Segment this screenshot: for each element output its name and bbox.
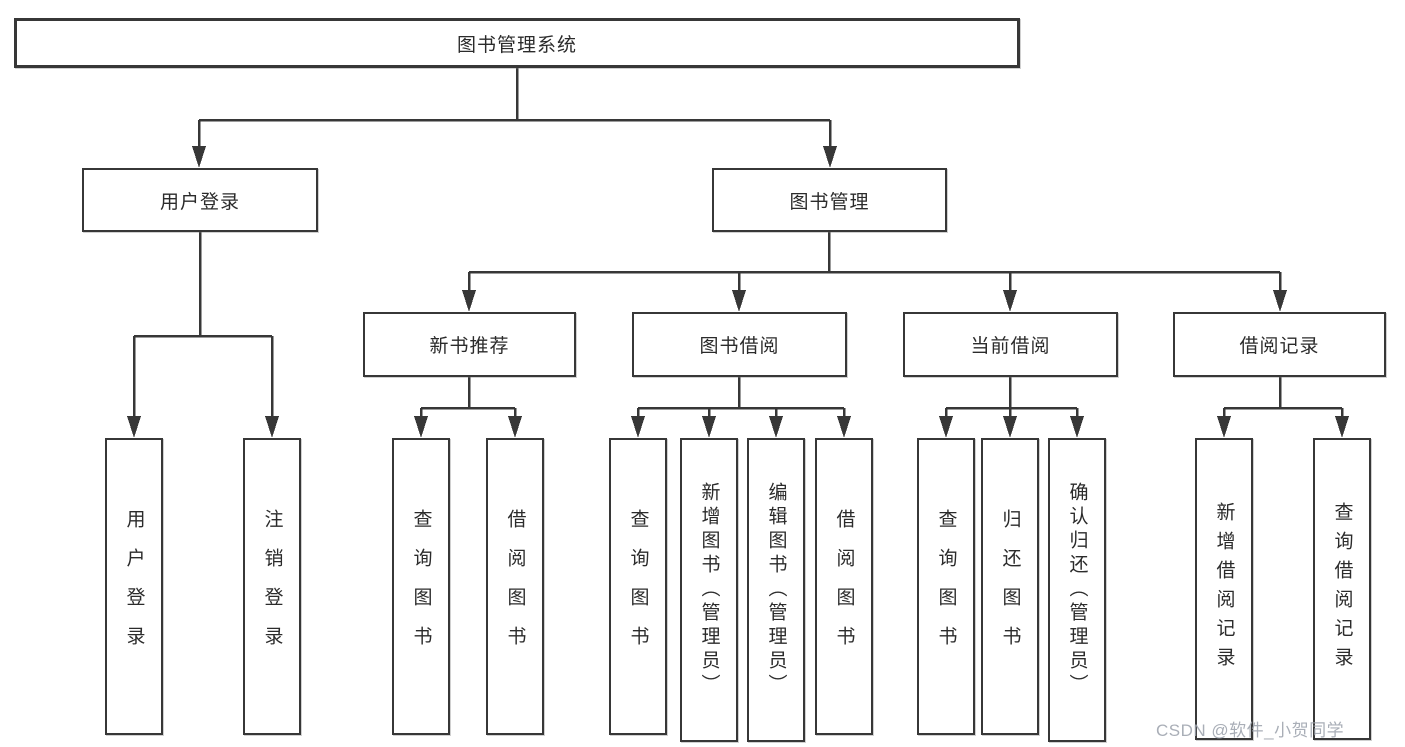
leaf-borrow-add-books-admin: 新增图书（管理员） xyxy=(680,438,738,742)
leaf-current-return-books: 归还图书 xyxy=(981,438,1039,735)
node-borrow-records: 借阅记录 xyxy=(1173,312,1386,377)
leaf-current-query-books-label: 查询图书 xyxy=(935,508,957,665)
leaf-current-query-books: 查询图书 xyxy=(917,438,975,735)
node-current-borrow-label: 当前借阅 xyxy=(970,336,1051,357)
node-root-library-system: 图书管理系统 xyxy=(14,18,1020,68)
leaf-borrow-add-books-admin-label: 新增图书（管理员） xyxy=(698,482,720,698)
connector-borrow-record-children xyxy=(1217,377,1349,438)
node-book-management-label: 图书管理 xyxy=(789,191,870,213)
leaf-current-confirm-return-admin-label: 确认归还（管理员） xyxy=(1066,482,1088,698)
node-borrow-records-label: 借阅记录 xyxy=(1239,336,1320,357)
leaf-record-add-record: 新增借阅记录 xyxy=(1195,438,1253,740)
node-book-borrow: 图书借阅 xyxy=(632,312,847,377)
leaf-record-query-record: 查询借阅记录 xyxy=(1313,438,1371,740)
connector-book-management-children xyxy=(462,232,1287,312)
connector-book-borrow-children xyxy=(631,377,851,438)
leaf-recommend-query-books-label: 查询图书 xyxy=(410,508,432,665)
leaf-current-confirm-return-admin: 确认归还（管理员） xyxy=(1048,438,1106,742)
connector-current-borrow-children xyxy=(939,377,1084,438)
leaf-user-login: 用户登录 xyxy=(105,438,163,735)
leaf-logout-login-label: 注销登录 xyxy=(261,508,283,665)
leaf-record-query-record-label: 查询借阅记录 xyxy=(1331,502,1353,676)
node-current-borrow: 当前借阅 xyxy=(903,312,1118,377)
node-user-login: 用户登录 xyxy=(82,168,318,232)
leaf-user-login-label: 用户登录 xyxy=(123,508,145,665)
connector-new-book-children xyxy=(414,377,522,438)
csdn-watermark: CSDN @软件_小贺同学 xyxy=(1156,721,1345,740)
node-book-management: 图书管理 xyxy=(712,168,947,232)
leaf-logout-login: 注销登录 xyxy=(243,438,301,735)
leaf-borrow-edit-books-admin: 编辑图书（管理员） xyxy=(747,438,805,742)
leaf-borrow-query-books: 查询图书 xyxy=(609,438,667,735)
node-user-login-label: 用户登录 xyxy=(159,191,240,213)
leaf-record-add-record-label: 新增借阅记录 xyxy=(1213,502,1235,676)
node-new-book-recommend-label: 新书推荐 xyxy=(429,336,510,357)
connector-user-login-children xyxy=(127,232,279,438)
node-new-book-recommend: 新书推荐 xyxy=(363,312,576,377)
leaf-borrow-query-books-label: 查询图书 xyxy=(627,508,649,665)
leaf-recommend-borrow-books: 借阅图书 xyxy=(486,438,544,735)
node-book-borrow-label: 图书借阅 xyxy=(699,336,780,357)
leaf-borrow-borrow-books: 借阅图书 xyxy=(815,438,873,735)
leaf-recommend-query-books: 查询图书 xyxy=(392,438,450,735)
leaf-current-return-books-label: 归还图书 xyxy=(999,508,1021,665)
connector-root-to-level2 xyxy=(192,68,837,168)
leaf-borrow-borrow-books-label: 借阅图书 xyxy=(833,508,855,665)
leaf-borrow-edit-books-admin-label: 编辑图书（管理员） xyxy=(765,482,787,698)
node-root-label: 图书管理系统 xyxy=(456,34,577,56)
leaf-recommend-borrow-books-label: 借阅图书 xyxy=(504,508,526,665)
